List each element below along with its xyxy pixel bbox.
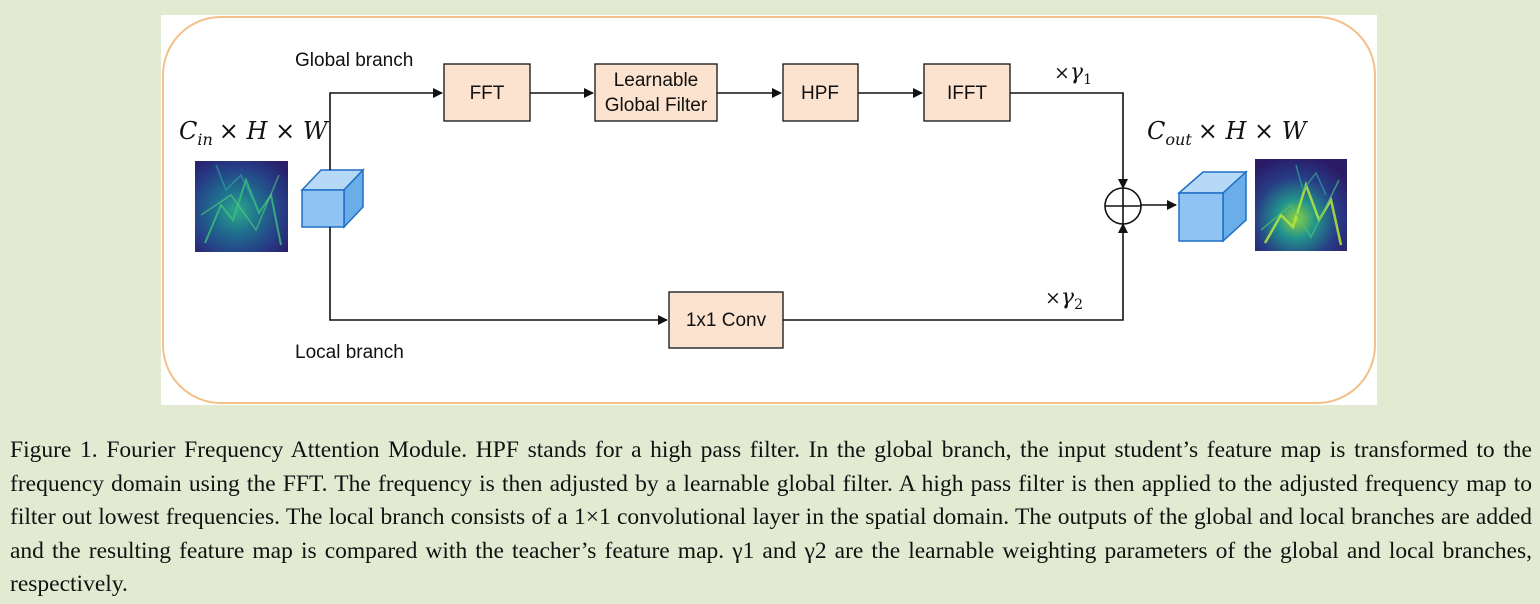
input-cube-icon xyxy=(300,168,365,229)
conv-box: 1x1 Conv xyxy=(668,291,784,349)
svg-text:FFT: FFT xyxy=(470,83,505,104)
output-dim-label: Cout× H × W xyxy=(1147,117,1309,149)
module-diagram: Global branch Local branch Cin× H × W Co… xyxy=(162,16,1376,404)
panel-border xyxy=(162,16,1376,404)
output-cube-icon xyxy=(1177,170,1248,243)
diagram-panel: Global branch Local branch Cin× H × W Co… xyxy=(161,15,1377,405)
input-feature-map xyxy=(195,161,288,252)
svg-text:IFFT: IFFT xyxy=(947,83,987,104)
local-branch-label: Local branch xyxy=(295,342,404,363)
sum-node-icon xyxy=(1104,187,1142,225)
figure-caption: Figure 1. Fourier Frequency Attention Mo… xyxy=(10,437,1532,598)
global-branch-entry-arrow xyxy=(329,88,443,170)
svg-text:Global Filter: Global Filter xyxy=(605,95,708,116)
output-feature-map xyxy=(1255,159,1347,251)
input-dim-label: Cin× H × W xyxy=(179,117,330,149)
gamma1-label: ×γ1 xyxy=(1054,60,1092,88)
local-branch-entry-arrow xyxy=(329,227,668,325)
svg-text:1x1 Conv: 1x1 Conv xyxy=(686,310,767,331)
ifft-to-sum-arrow xyxy=(1010,92,1128,189)
gamma2-label: ×γ2 xyxy=(1045,285,1083,313)
connector-lines xyxy=(329,88,1177,325)
global-branch-label: Global branch xyxy=(295,50,413,71)
hpf-box: HPF xyxy=(782,63,859,122)
ifft-box: IFFT xyxy=(923,63,1011,122)
conv-to-sum-arrow xyxy=(783,223,1128,321)
svg-text:Learnable: Learnable xyxy=(614,70,699,91)
learnable-global-filter-box: Learnable Global Filter xyxy=(594,63,718,122)
fft-box: FFT xyxy=(443,63,531,122)
svg-text:HPF: HPF xyxy=(801,83,839,104)
